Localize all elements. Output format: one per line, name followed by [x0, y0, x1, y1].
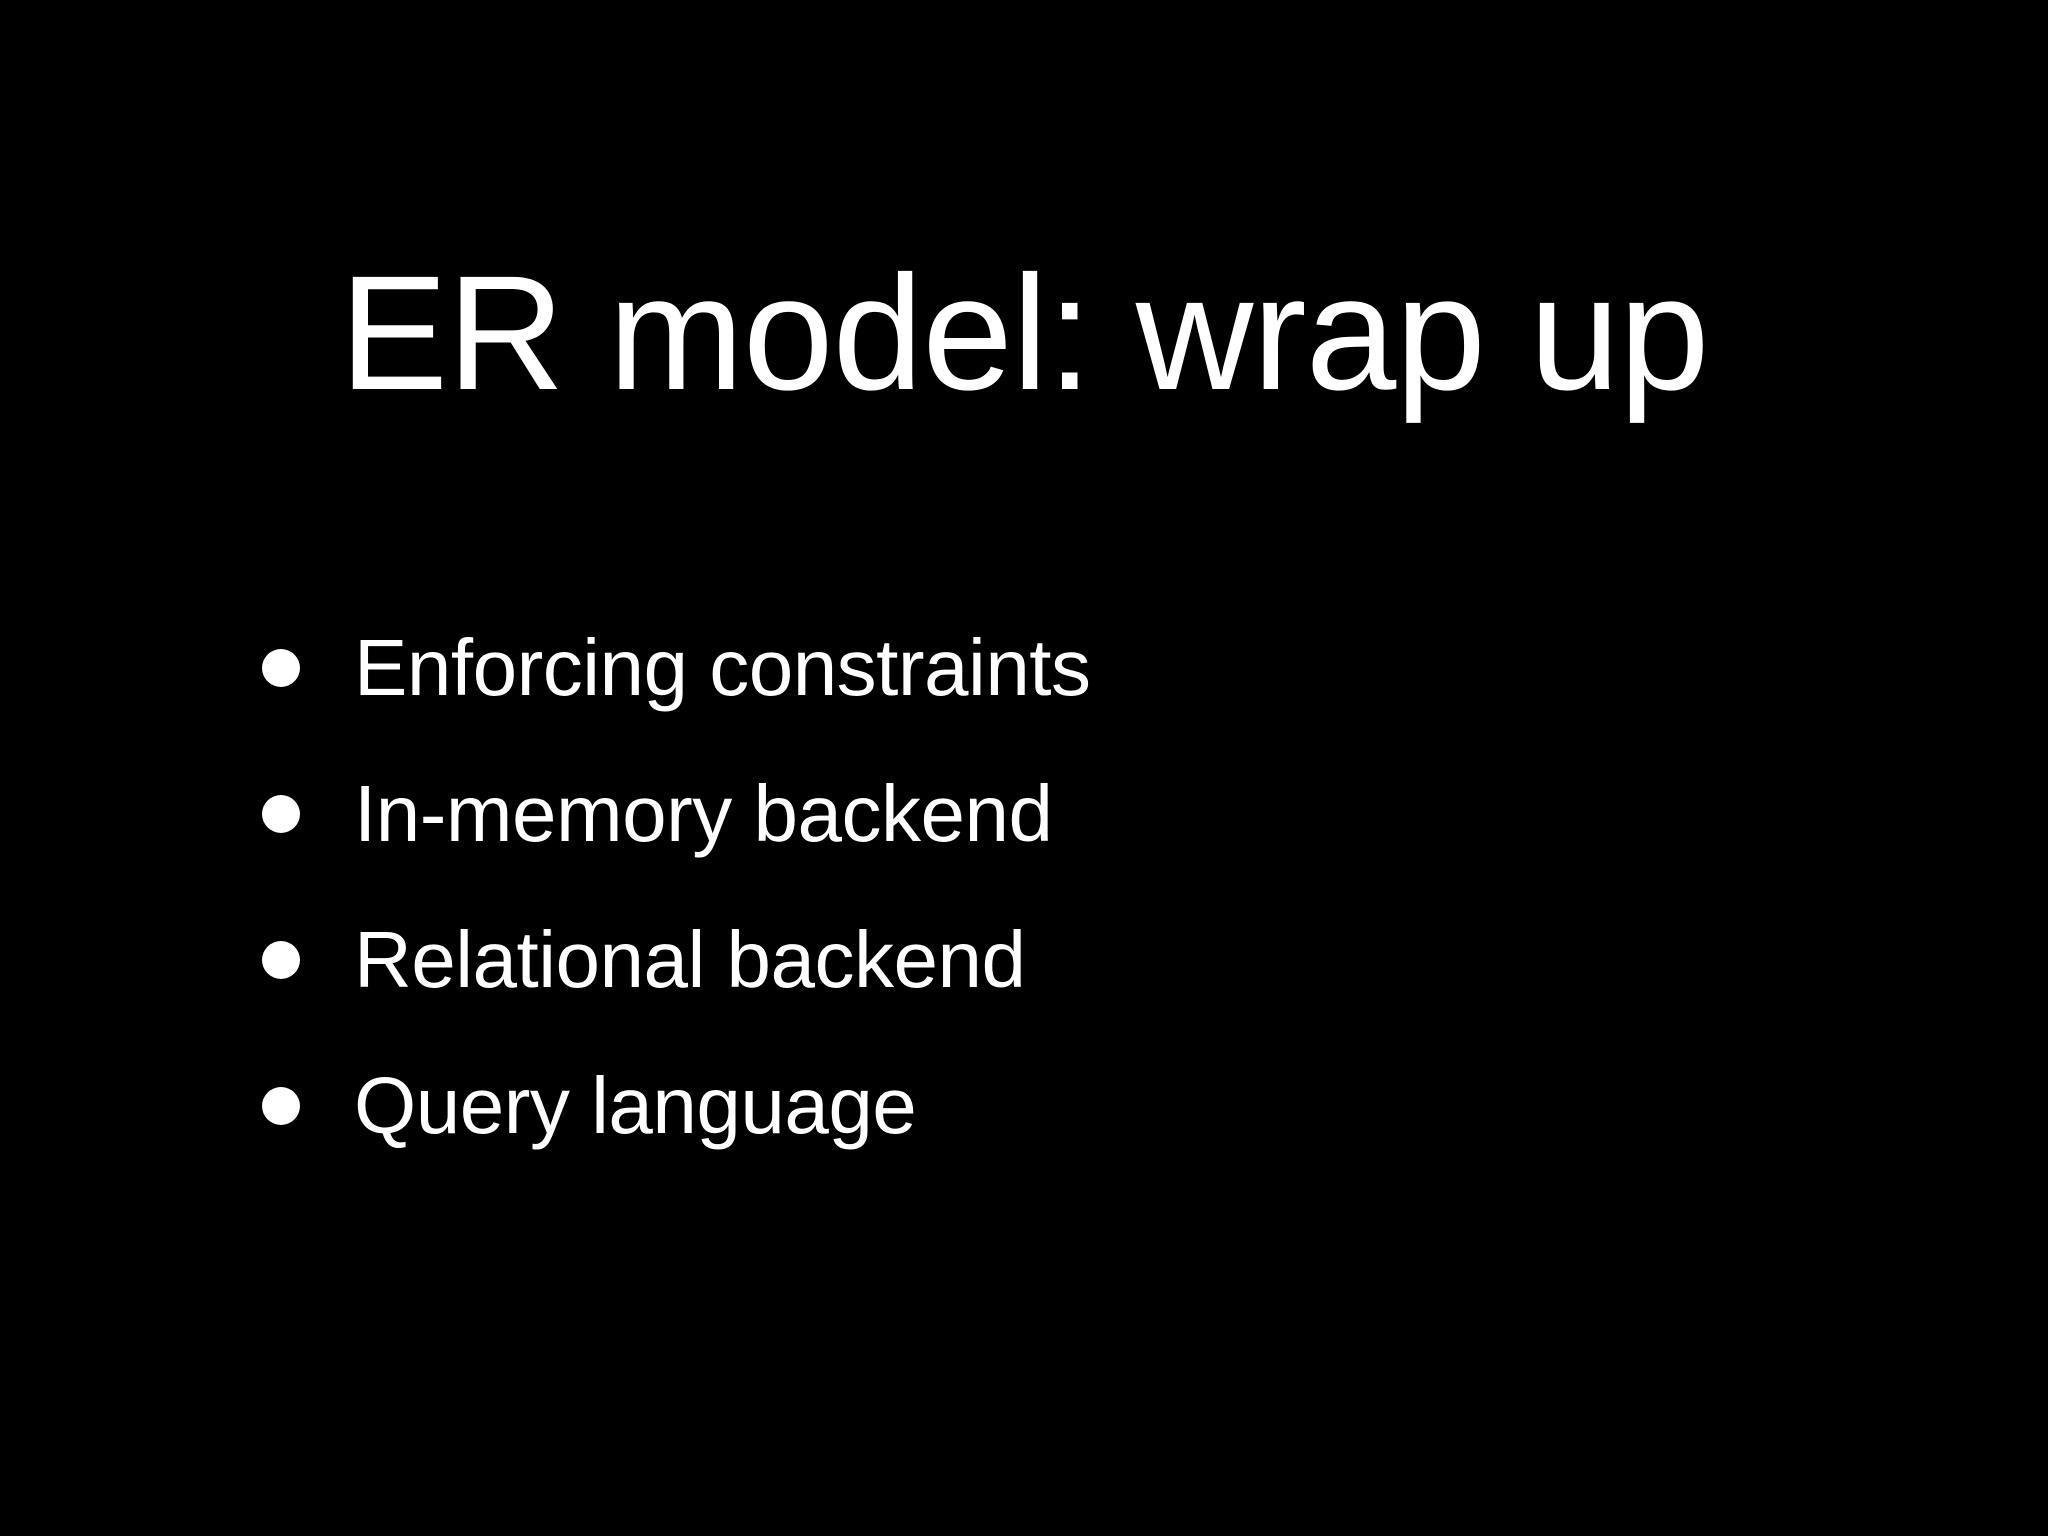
list-item-label: Enforcing constraints	[354, 623, 1091, 712]
bullet-dot-icon	[262, 941, 300, 979]
bullet-dot-icon	[262, 795, 300, 833]
list-item-label: Relational backend	[354, 915, 1026, 1004]
bullet-dot-icon	[262, 1087, 300, 1125]
list-item-label: In-memory backend	[354, 769, 1053, 858]
slide-title: ER model: wrap up	[339, 241, 1709, 425]
list-item-label: Query language	[354, 1061, 917, 1150]
list-item: Relational backend	[262, 912, 1762, 1008]
list-item: Enforcing constraints	[262, 620, 1762, 716]
bullet-dot-icon	[262, 649, 300, 687]
bullet-list: Enforcing constraints In-memory backend …	[262, 620, 1762, 1154]
list-item: Query language	[262, 1058, 1762, 1154]
list-item: In-memory backend	[262, 766, 1762, 862]
